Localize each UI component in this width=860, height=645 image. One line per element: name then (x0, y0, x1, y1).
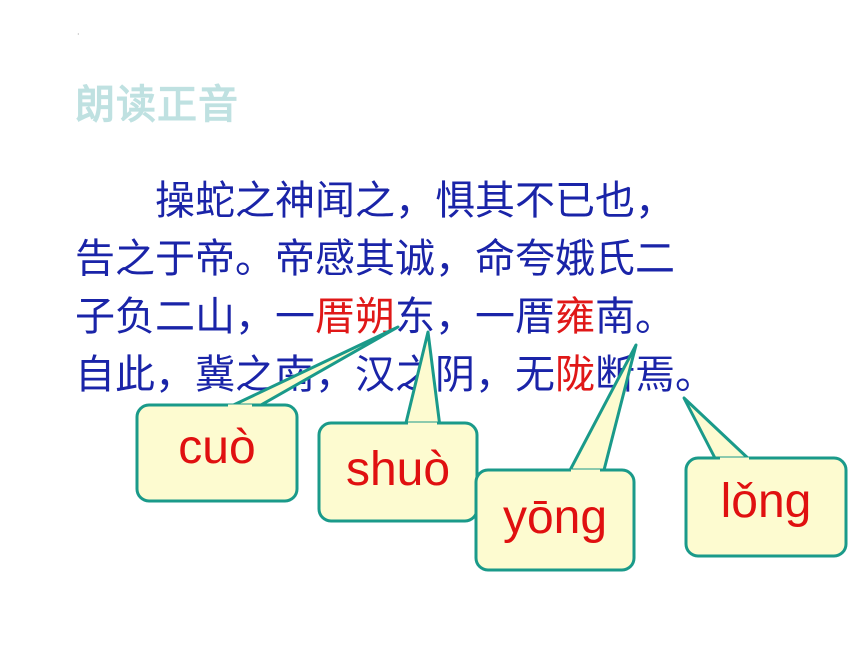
passage-line: 告之于帝。帝感其诚，命夸娥氏二 (75, 230, 835, 288)
passage-text: 操蛇之神闻之，惧其不已也， (75, 178, 675, 224)
highlighted-char: 陇 (555, 352, 595, 398)
passage-line: 自此，冀之南，汉之阴，无陇断焉。 (75, 346, 835, 404)
passage-text: 东，一厝 (395, 294, 555, 340)
passage-line: 操蛇之神闻之，惧其不已也， (75, 172, 835, 230)
passage: 操蛇之神闻之，惧其不已也，告之于帝。帝感其诚，命夸娥氏二子负二山，一厝朔东，一厝… (75, 172, 835, 404)
callout-cuo (135, 325, 400, 503)
highlighted-char: 雍 (555, 294, 595, 340)
dot-mark: · (77, 30, 80, 39)
passage-text: 告之于帝。帝感其诚，命夸娥氏二 (75, 236, 675, 282)
callout-shuo (317, 330, 479, 523)
pinyin-yong: yōng (502, 491, 608, 544)
callout-long (682, 396, 848, 558)
pinyin-long: lǒng (720, 475, 812, 528)
passage-line: 子负二山，一厝朔东，一厝雍南。 (75, 288, 835, 346)
highlighted-char: 厝朔 (315, 294, 395, 340)
callout-yong (474, 343, 638, 572)
page-title: 朗读正音 (75, 82, 239, 128)
passage-text: 南。 (595, 294, 675, 340)
pinyin-shuo: shuò (345, 443, 451, 496)
pinyin-cuo: cuò (178, 421, 256, 474)
passage-text: 子负二山，一 (75, 294, 315, 340)
